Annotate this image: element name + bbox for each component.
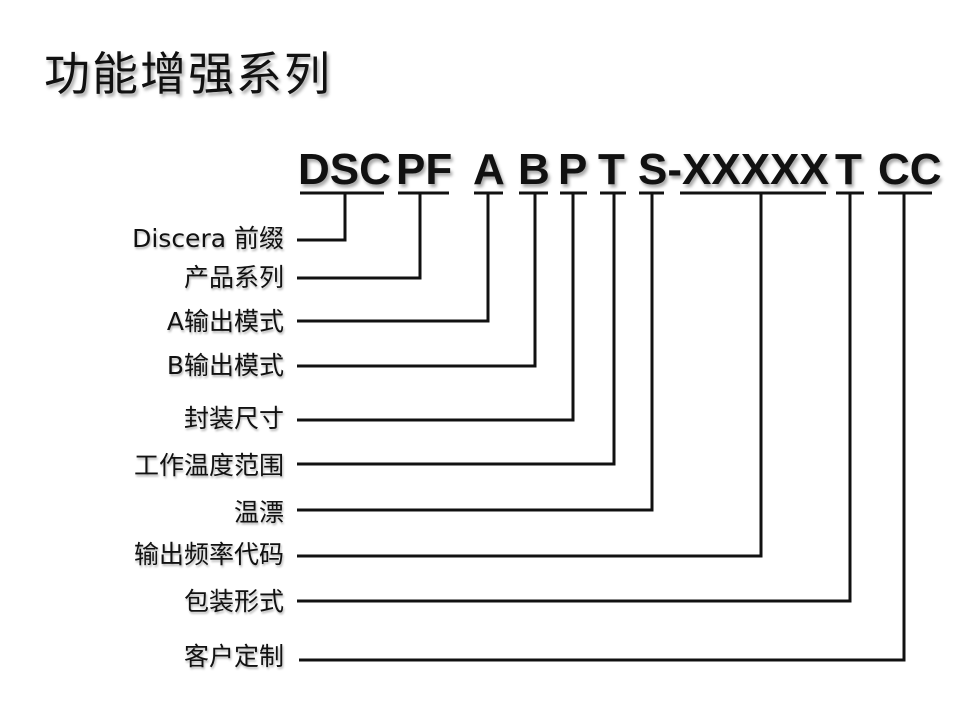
label-temp-range: 工作温度范围 [133,451,284,480]
code-segment-temp-range: T [598,145,625,194]
label-product-series: 产品系列 [183,263,284,292]
label-packaging-form: 包装形式 [183,587,284,616]
connector-packaging [297,194,852,603]
connector-temp-range [297,194,616,466]
label-discera-prefix: Discera 前缀 [132,224,284,253]
connector-series [297,194,422,280]
connector-frequency [297,194,763,558]
connector-a-output [297,194,490,323]
code-segment-packaging: T [835,145,862,194]
code-segment-package-size: P [558,145,588,194]
code-segment-customer: CC [878,145,942,194]
label-customer-custom: 客户定制 [183,642,284,671]
label-package-size: 封装尺寸 [183,404,284,433]
code-segment-b-output: B [518,145,550,194]
code-segment-prefix: DSC [298,145,391,194]
connector-customer [299,194,906,662]
connector-temp-drift [297,194,654,512]
label-b-output-mode: B输出模式 [166,351,284,380]
code-segment-a-output: A [473,145,505,194]
label-a-output-mode: A输出模式 [166,307,284,336]
code-segment-series: PF [396,145,453,194]
label-frequency-code: 输出频率代码 [133,540,284,569]
slide-title: 功能增强系列 [44,47,332,101]
code-segment-frequency: S-XXXXX [638,145,829,194]
connector-b-output [297,194,537,368]
label-temp-drift: 温漂 [233,498,284,527]
connector-prefix [297,194,347,242]
connector-package [297,194,575,422]
